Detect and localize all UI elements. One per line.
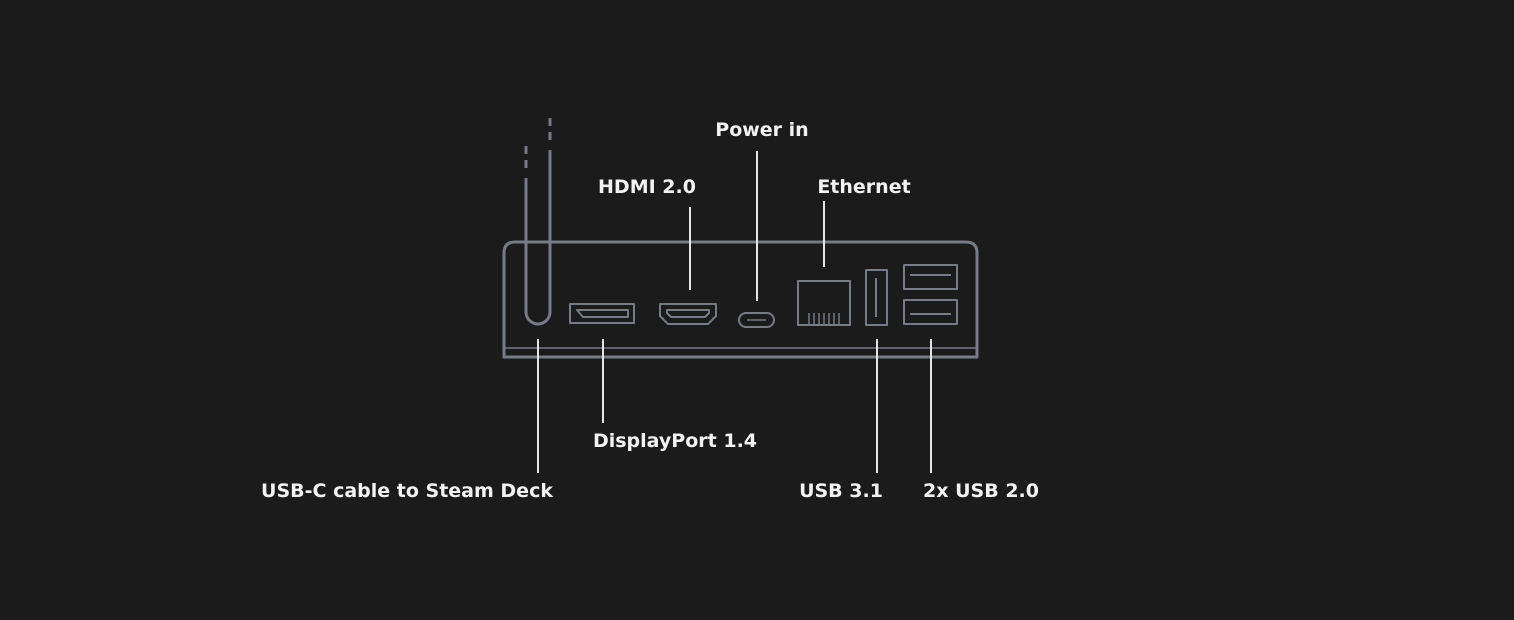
dock-outline [502, 240, 979, 359]
power-in-label: Power in [715, 119, 808, 141]
ethernet-label: Ethernet [817, 176, 910, 198]
cable-loop [524, 150, 552, 326]
usb-2-0-label: 2x USB 2.0 [923, 480, 1039, 502]
displayport-port [569, 303, 635, 324]
usb-c-shell [738, 312, 775, 328]
ethernet-port [797, 280, 851, 326]
hdmi-label: HDMI 2.0 [598, 176, 696, 198]
usb-3-1-label: USB 3.1 [799, 480, 883, 502]
usb-c-cable-label: USB-C cable to Steam Deck [261, 480, 553, 502]
displayport-label: DisplayPort 1.4 [593, 430, 757, 452]
hdmi-shell [659, 303, 717, 325]
dock-body [502, 240, 979, 359]
displayport-shell [569, 303, 635, 324]
usb-3-1-shell [865, 269, 888, 326]
usb-2-0-ports [903, 264, 958, 325]
usb-3-1-port [865, 269, 888, 326]
usb-2-0-top-shell [903, 264, 958, 290]
hdmi-inner [666, 309, 710, 318]
usb-c-power-port [738, 312, 775, 328]
displayport-inner [576, 309, 629, 318]
ethernet-pins [808, 313, 840, 325]
usb-2-0-bottom-shell [903, 299, 958, 325]
hdmi-port [659, 303, 717, 325]
usb-c-cable [524, 118, 552, 326]
